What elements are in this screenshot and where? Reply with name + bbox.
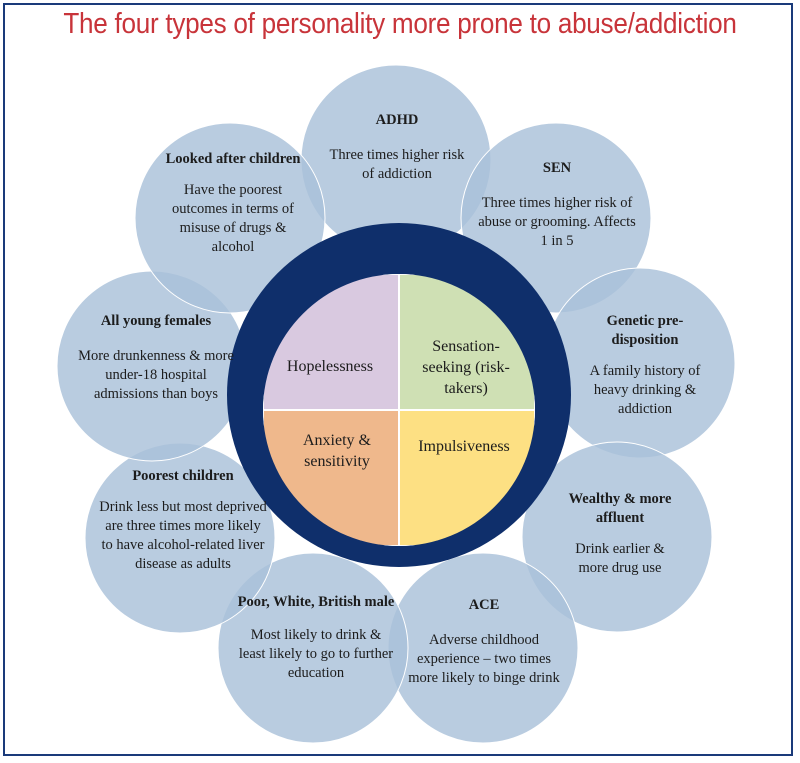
quadrant-label-sensation: Sensation-seeking (risk-takers) <box>422 338 510 397</box>
quadrant-label-anxiety: Anxiety & sensitivity <box>303 432 371 470</box>
bubble-body: Drink less but most deprived are three t… <box>99 499 267 572</box>
bubble-wealthy-text: Wealthy & more affluent Drink earlier & … <box>560 490 680 578</box>
bubble-poorest-children-text: Poorest children Drink less but most dep… <box>98 467 268 574</box>
bubble-heading: ADHD <box>375 112 419 128</box>
bubble-looked-after <box>134 122 326 314</box>
bubble-adhd-text: ADHD Three times higher risk of addictio… <box>322 111 472 184</box>
bubble-body: Three times higher risk of addiction <box>329 147 465 182</box>
bubble-heading: Wealthy & more affluent <box>568 491 672 526</box>
bubble-heading: Poor, White, British male <box>237 594 395 610</box>
bubble-body: A family history of heavy drinking & add… <box>589 363 701 417</box>
bubble-heading: Genetic pre-disposition <box>606 313 684 348</box>
diagram-frame <box>3 3 793 756</box>
diagram-title: The four types of personality more prone… <box>63 8 737 40</box>
quadrant-impulsiveness <box>398 409 535 546</box>
bubble-genetic-text: Genetic pre-disposition A family history… <box>575 312 715 419</box>
bubble-body: Have the poorest outcomes in terms of mi… <box>171 182 295 255</box>
bubble-poor-white-male-text: Poor, White, British male Most likely to… <box>236 593 396 683</box>
bubble-sen-text: SEN Three times higher risk of abuse or … <box>474 159 640 251</box>
bubble-looked-after-text: Looked after children Have the poorest o… <box>158 150 308 257</box>
bubble-heading: Poorest children <box>132 468 234 484</box>
bubble-wealthy <box>521 441 713 633</box>
quadrant-label-hopelessness: Hopelessness <box>286 358 374 375</box>
bubble-heading: Looked after children <box>165 151 301 167</box>
bubble-ace-text: ACE Adverse childhood experience – two t… <box>408 596 560 688</box>
bubble-heading: ACE <box>468 597 500 613</box>
quadrant-label-impulsiveness: Impulsiveness <box>418 438 510 455</box>
bubble-body: More drunkenness & more under-18 hospita… <box>78 348 234 402</box>
bubble-body: Three times higher risk of abuse or groo… <box>478 195 636 249</box>
bubble-poor-white-male <box>217 552 409 744</box>
bubble-body: Most likely to drink & least likely to g… <box>238 627 394 681</box>
bubble-body: Adverse childhood experience – two times… <box>408 632 560 686</box>
bubble-heading: All young females <box>100 313 212 329</box>
bubble-body: Drink earlier & more drug use <box>575 541 665 576</box>
bubble-heading: SEN <box>542 160 572 176</box>
bubble-young-females-text: All young females More drunkenness & mor… <box>78 312 234 404</box>
